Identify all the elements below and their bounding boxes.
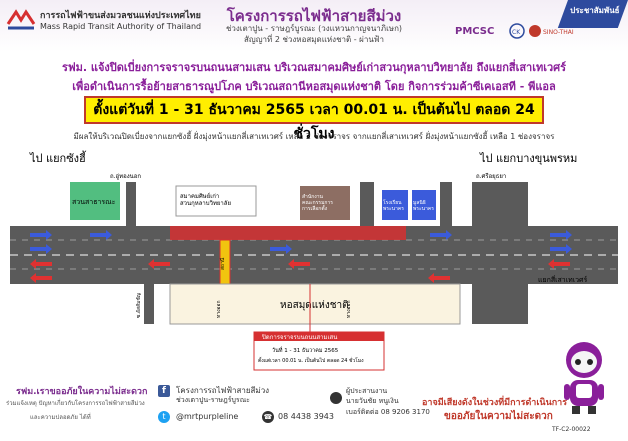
contact-person-icon bbox=[330, 392, 342, 404]
office3-label: มูลนิธิพระนาคร bbox=[413, 199, 434, 212]
facebook-page-sub: ช่วงเตาปูน-ราษฎร์บูรณะ bbox=[176, 396, 250, 404]
project-subtitle-1: ช่วงเตาปูน - ราษฎร์บูรณะ (วงแหวนกาญจนาภิ… bbox=[225, 24, 403, 33]
side-road-1 bbox=[360, 182, 374, 226]
mascot-icon bbox=[564, 342, 604, 414]
sino-logo-icon bbox=[529, 25, 541, 37]
contact-phone[interactable]: เบอร์ติดต่อ 08 9206 3170 bbox=[346, 408, 430, 416]
document-id: TF-C2-00022 bbox=[552, 426, 591, 433]
closure-box-line2: ตั้งแต่เวลา 00.01 น. เป็นต้นไป ตลอด 24 ช… bbox=[258, 355, 364, 364]
side-road-sriayutthaya bbox=[472, 182, 528, 226]
footer-report-text-2: และความปลอดภัย ได้ที่ bbox=[30, 414, 91, 421]
pmcsc-logo: PMCSC bbox=[455, 26, 494, 37]
side-road-assumption bbox=[144, 284, 154, 324]
side-road-uthong bbox=[126, 182, 136, 226]
noise-warning: อาจมีเสียงดังในช่วงที่มีการดำเนินการ bbox=[422, 398, 568, 408]
phone-number[interactable]: 08 4438 3943 bbox=[278, 412, 334, 421]
contact-name: นายวันชัย หนูเงิน bbox=[346, 397, 399, 405]
pr-tag: ประชาสัมพันธ์ bbox=[557, 0, 628, 28]
sino-logo: SINO-THAI bbox=[543, 29, 574, 36]
project-subtitle-2: สัญญาที่ 2 ช่วงหอสมุดแห่งชาติ - ผ่านฟ้า bbox=[244, 35, 384, 44]
closure-box-title: ปิดการจราจรบนถนนสามเสน bbox=[261, 334, 337, 341]
office1-label: สำนักงานคณะกรรมการการเลือกตั้ง bbox=[302, 194, 333, 212]
closure-note: มีผลให้บริเวณปิดเบี่ยงจากแยกซังฮี้ ฝั่งม… bbox=[73, 132, 555, 141]
notice-line-1: รฟม. แจ้งปิดเบี่ยงการจราจรบนถนนสามเสน บร… bbox=[61, 61, 567, 74]
footer-report-text: ร่วมแจ้งเหตุ ปัญหาเกี่ยวกับโครงการรถไฟฟ้… bbox=[6, 400, 145, 407]
park-label: สวนสาธารณะ bbox=[72, 198, 116, 206]
park-block bbox=[70, 182, 120, 220]
library-label: หอสมุดแห่งชาติ bbox=[280, 300, 349, 311]
contact-title: ผู้ประสานงาน bbox=[346, 387, 388, 395]
sriayutthaya-label: ถ.ศรีอยุธยา bbox=[476, 172, 506, 180]
mrta-name-th: การรถไฟฟ้าขนส่งมวลชนแห่งประเทศไทย bbox=[40, 11, 201, 21]
exit-label-1: ทางออก bbox=[216, 300, 222, 318]
traffic-map: สถานี สวนสาธารณะ สมาคมศิษย์เก่าสวนกุหลาบ… bbox=[10, 142, 618, 372]
arrows-westbound bbox=[30, 259, 570, 283]
facebook-icon[interactable]: f bbox=[158, 385, 170, 397]
arrows-eastbound bbox=[30, 230, 572, 254]
notice-line-2: เพื่อดำเนินการรื้อย้ายสาธารณูปโภค บริเวณ… bbox=[72, 80, 556, 93]
assumption-label: ซ.อัสสัมชัญ bbox=[136, 293, 142, 318]
station-label: สถานี bbox=[219, 257, 226, 270]
phone-icon: ☎ bbox=[262, 411, 274, 423]
apology-text: ขออภัยในความไม่สะดวก bbox=[444, 411, 553, 422]
exit-label-2: ทางออก bbox=[346, 300, 352, 318]
dir-left-label: ไป แยกซังฮี้ bbox=[29, 150, 87, 165]
date-banner: ตั้งแต่วันที่ 1 - 31 ธันวาคม 2565 เวลา 0… bbox=[84, 96, 544, 142]
library-block bbox=[169, 283, 461, 325]
twitter-handle[interactable]: @mrtpurpleline bbox=[176, 412, 239, 421]
closure-zone-top bbox=[170, 226, 406, 240]
office1-block bbox=[300, 186, 350, 220]
facebook-page-name[interactable]: โครงการรถไฟฟ้าสายสีม่วง bbox=[176, 386, 270, 395]
office2-block bbox=[382, 190, 408, 220]
ck-logo-icon bbox=[509, 23, 525, 39]
intersection-label: แยกสี่เสาเทเวศร์ bbox=[538, 275, 587, 284]
assoc-label: สมาคมศิษย์เก่าสวนกุหลาบวิทยาลัย bbox=[180, 192, 231, 207]
side-road-south bbox=[472, 284, 528, 324]
side-road-2 bbox=[440, 182, 452, 226]
ck-logo: CK bbox=[512, 29, 521, 36]
office3-block bbox=[412, 190, 436, 220]
assoc-block bbox=[175, 185, 257, 217]
footer-apology-title: รฟม.เราขออภัยในความไม่สะดวก bbox=[16, 387, 148, 397]
mrta-logo-icon bbox=[6, 9, 36, 30]
uthong-label: ถ.อู่ทองนอก bbox=[110, 173, 141, 180]
dir-right-label: ไป แยกบางขุนพรหม bbox=[479, 152, 577, 165]
closure-box-line1: วันที่ 1 - 31 ธันวาคม 2565 bbox=[272, 346, 339, 354]
header-bar bbox=[0, 0, 628, 52]
project-title: โครงการรถไฟฟ้าสายสีม่วง bbox=[226, 7, 402, 25]
office2-label: โรงเรียนพระนาคร bbox=[383, 199, 404, 212]
partner-logos: PMCSC CK SINO-THAI bbox=[455, 23, 574, 39]
mrta-name-en: Mass Rapid Transit Authority of Thailand bbox=[40, 22, 202, 31]
twitter-icon[interactable]: t bbox=[158, 411, 170, 423]
